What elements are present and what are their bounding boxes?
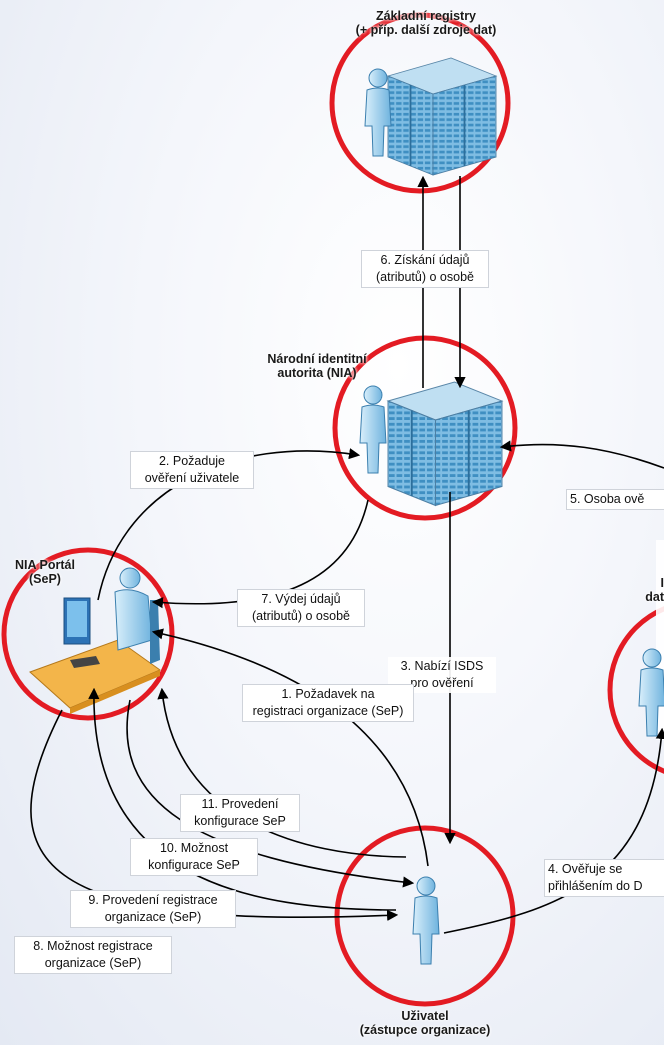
nia-circle [332, 335, 518, 521]
arrows [30, 175, 664, 934]
portal-circle [1, 547, 175, 721]
registry-operator-icon [364, 68, 392, 157]
arrow-7 [151, 499, 369, 609]
nia-server-icon [387, 381, 503, 507]
portal-workstation-icon [29, 567, 162, 714]
registry-server-icon [387, 57, 497, 176]
isds-title: I dat [645, 576, 664, 604]
arrow-5 [499, 440, 664, 469]
step-5-label: 5. Osoba ově [566, 489, 664, 510]
step-6-label: 6. Získání údajů (atributů) o osobě [361, 250, 489, 288]
user-person-icon [412, 876, 440, 965]
isds-panel [656, 540, 664, 740]
step-1-label: 1. Požadavek na registraci organizace (S… [242, 684, 414, 722]
user-title: Uživatel (zástupce organizace) [359, 1009, 491, 1037]
nia-title: Národní identitní autorita (NIA) [267, 352, 367, 380]
isds-circle [607, 606, 664, 774]
step-11-label: 11. Provedení konfigurace SeP [180, 794, 300, 832]
portal-title: NIA Portál (SeP) [15, 558, 75, 586]
step-9-label: 9. Provedení registrace organizace (SeP) [70, 890, 236, 928]
nia-operator-icon [359, 385, 387, 474]
step-8-label: 8. Možnost registrace organizace (SeP) [14, 936, 172, 974]
registry-title: Základní registry (+ příp. další zdroje … [355, 9, 497, 37]
step-10-label: 10. Možnost konfigurace SeP [130, 838, 258, 876]
step-4-label: 4. Ověřuje se přihlášením do D [544, 859, 664, 897]
step-2-label: 2. Požaduje ověření uživatele [130, 451, 254, 489]
arrow-8 [30, 709, 399, 921]
registry-circle [329, 12, 511, 194]
step-7-label: 7. Výdej údajů (atributů) o osobě [237, 589, 365, 627]
arrow-4 [443, 727, 664, 934]
